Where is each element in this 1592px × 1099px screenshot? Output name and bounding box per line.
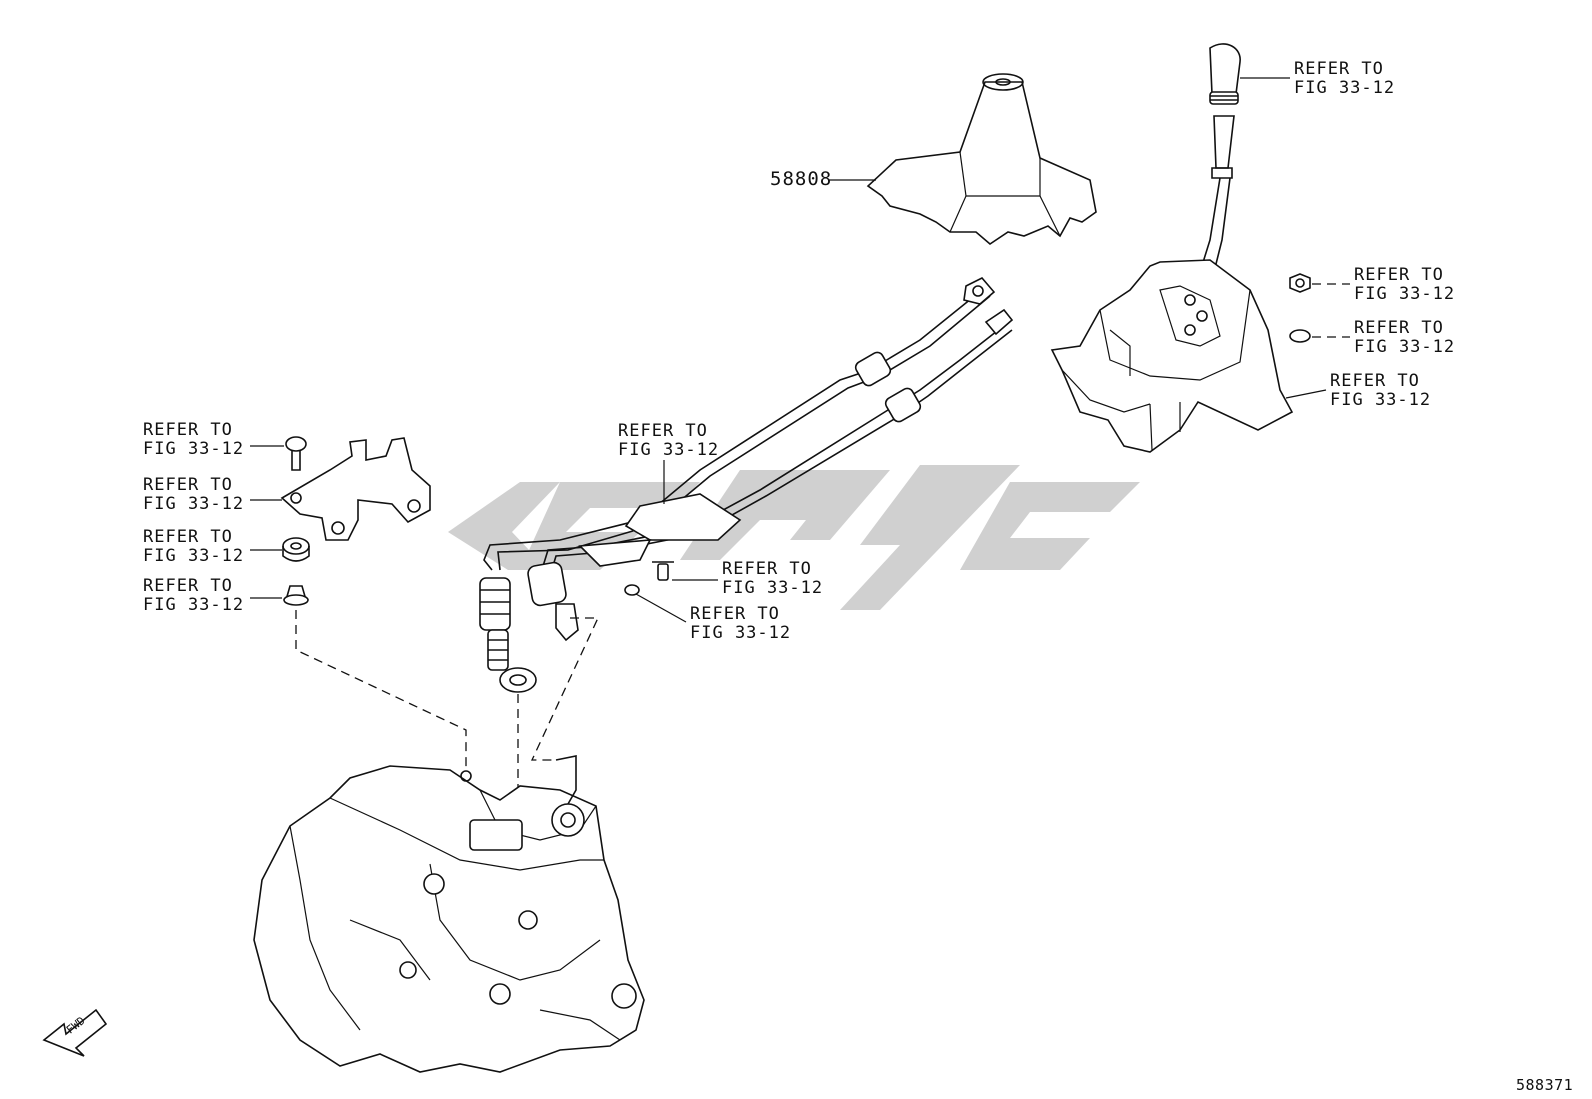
callout-text: REFER TO [1354,265,1444,285]
callout-text: FIG 33-12 [722,578,824,598]
callout-text: REFER TO [1330,371,1420,391]
transmission-case [253,755,645,1073]
callout-knob[interactable]: REFER TO FIG 33-12 [1294,60,1395,98]
callout-cable-bolt[interactable]: REFER TO FIG 33-12 [722,560,823,598]
callout-cable-clip[interactable]: REFER TO FIG 33-12 [690,605,791,643]
callout-text: FIG 33-12 [1354,284,1456,304]
callout-text: FIG 33-12 [618,440,720,460]
callout-text: FIG 33-12 [1294,78,1396,98]
shift-knob[interactable] [1209,43,1241,105]
fwd-arrow-icon [42,1008,108,1057]
shifter-washer[interactable] [1289,329,1311,343]
callout-text: REFER TO [618,421,708,441]
dash-pin-to-case [295,610,467,770]
callout-text: FIG 33-12 [1330,390,1432,410]
cable-end-right [527,561,579,642]
callout-text: REFER TO [1354,318,1444,338]
watermark-logo [448,465,1140,610]
cable-bushing[interactable] [499,667,537,693]
callout-text: REFER TO [143,475,233,495]
callout-text: REFER TO [1294,59,1384,79]
shift-cable-assembly[interactable] [483,277,1014,577]
callout-bracket[interactable]: REFER TO FIG 33-12 [143,476,244,514]
callout-text: FIG 33-12 [690,623,792,643]
bracket-bushing[interactable] [282,537,310,562]
shifter-nut[interactable] [1289,273,1311,293]
cable-clip[interactable] [624,584,640,596]
cable-bracket[interactable] [280,437,431,541]
bracket-bolt[interactable] [285,436,307,471]
callout-shifter-nut[interactable]: REFER TO FIG 33-12 [1354,266,1455,304]
callout-text: FIG 33-12 [143,439,245,459]
callout-text: FIG 33-12 [1354,337,1456,357]
callout-cable-assembly[interactable]: REFER TO FIG 33-12 [618,422,719,460]
callout-pin[interactable]: REFER TO FIG 33-12 [143,577,244,615]
dash-cable-to-lever [530,617,600,761]
callout-text: REFER TO [143,420,233,440]
shifter-base[interactable] [1050,259,1294,453]
part-number-58808[interactable]: 58808 [770,168,833,190]
shift-lever [1199,115,1235,273]
callout-text: FIG 33-12 [143,546,245,566]
bracket-pin[interactable] [283,585,309,606]
callout-shifter-base[interactable]: REFER TO FIG 33-12 [1330,372,1431,410]
callout-text: REFER TO [143,576,233,596]
callout-text: REFER TO [690,604,780,624]
document-id: 588371 [1516,1076,1574,1094]
cable-bolt[interactable] [652,561,674,581]
leader-cable-clip [635,593,687,623]
cable-end-left [479,577,511,671]
callout-shifter-washer[interactable]: REFER TO FIG 33-12 [1354,319,1455,357]
callout-text: FIG 33-12 [143,595,245,615]
callout-text: REFER TO [722,559,812,579]
leader-shifter-base [1285,389,1327,399]
callout-text: FIG 33-12 [143,494,245,514]
callout-bushing[interactable]: REFER TO FIG 33-12 [143,528,244,566]
shift-boot[interactable] [866,73,1097,246]
callout-text: REFER TO [143,527,233,547]
callout-bracket-bolt[interactable]: REFER TO FIG 33-12 [143,421,244,459]
